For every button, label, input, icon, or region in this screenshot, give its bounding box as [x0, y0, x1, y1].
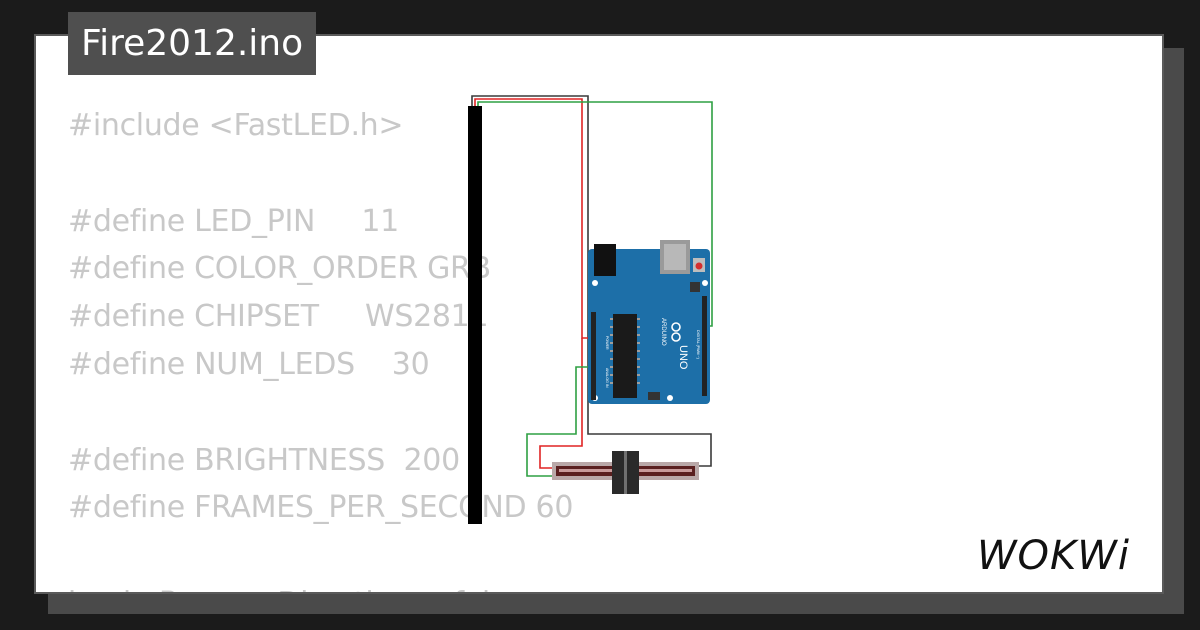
code-line: #include <FastLED.h>	[68, 108, 404, 143]
wire-analog	[526, 366, 594, 477]
wokwi-logo-text: WOKWi	[977, 533, 1130, 579]
arduino-uno[interactable]: UNO ARDUINO DIGITAL (PWM ~) POWER ANALOG…	[588, 240, 710, 404]
led-strip[interactable]	[468, 106, 482, 524]
board-analog-label: ANALOG IN	[605, 368, 609, 388]
code-line: #define CHIPSET WS2811	[68, 299, 489, 335]
power-analog-header	[591, 312, 596, 400]
board-model: UNO	[677, 345, 689, 370]
code-preview: #include <FastLED.h> #define LED_PIN 11 #d…	[68, 102, 573, 592]
digital-header	[702, 296, 707, 396]
board-power-label: POWER	[605, 336, 609, 350]
code-line: #define LED_PIN 11	[68, 203, 399, 239]
wire-5v-pot	[539, 338, 583, 469]
board-digital-label: DIGITAL (PWM ~)	[696, 330, 700, 359]
code-line: #define BRIGHTNESS 200	[68, 442, 460, 478]
code-line: bool gReverseDirection = false;	[68, 580, 573, 592]
wire-gnd	[471, 95, 712, 467]
file-title-tab: Fire2012.ino	[68, 12, 317, 75]
reset-button-icon[interactable]	[695, 262, 703, 270]
microcontroller-chip	[613, 314, 637, 398]
wokwi-logo: WOKWi	[977, 533, 1130, 579]
board-brand: ARDUINO	[660, 318, 666, 346]
code-line: #define NUM_LEDS 30	[68, 346, 430, 382]
wire-5v	[474, 98, 594, 339]
slide-potentiometer[interactable]	[552, 451, 699, 494]
arduino-infinity-icon	[671, 322, 681, 342]
dc-jack-icon	[594, 244, 616, 276]
